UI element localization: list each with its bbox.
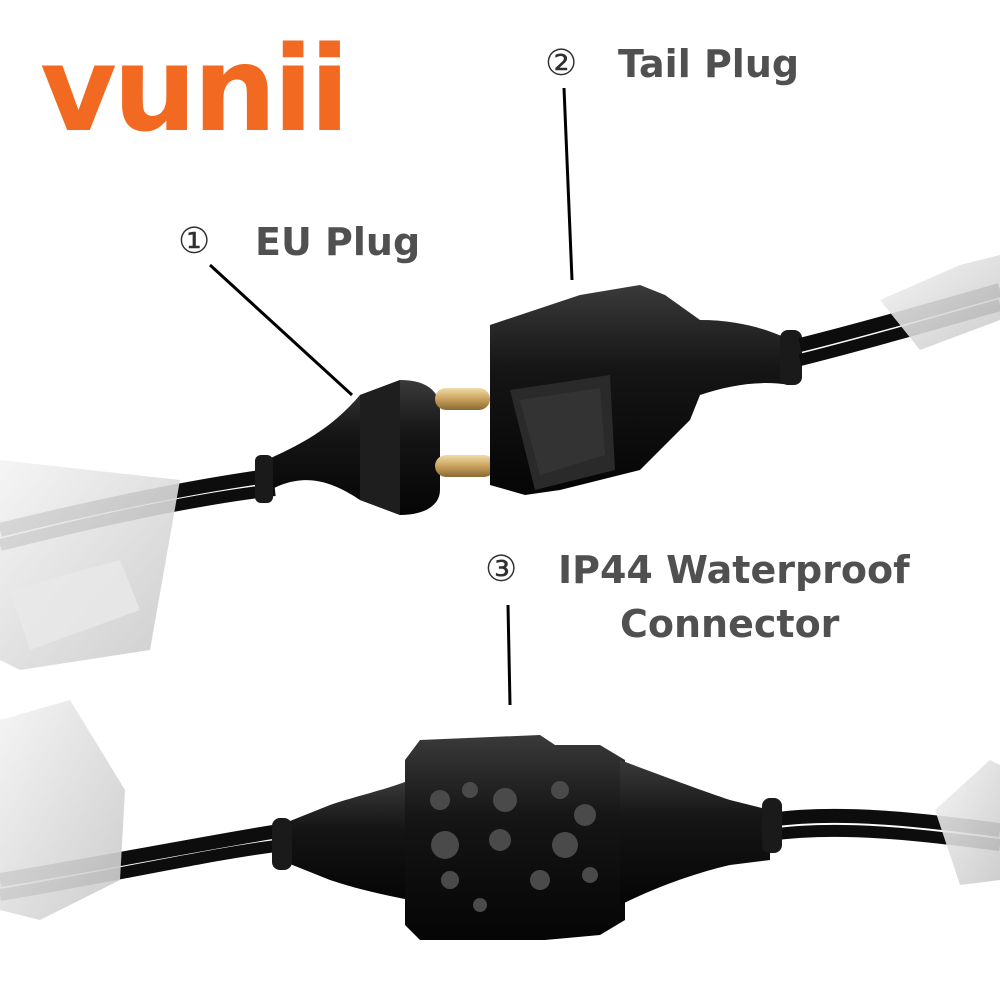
callout-number-1: ① — [178, 221, 211, 262]
callout-label-tail-plug: Tail Plug — [618, 42, 800, 86]
eu-plug-pins — [435, 388, 495, 477]
callout-number-2: ② — [545, 43, 578, 84]
eu-plug — [255, 380, 495, 515]
cable-tag-bottom-left — [0, 700, 125, 920]
tail-plug — [490, 285, 802, 495]
leader-line-tail-plug — [562, 87, 574, 281]
callout-label-connector-line1: IP44 Waterproof — [558, 548, 910, 592]
leader-line-connector — [506, 604, 512, 706]
cable-tag-right — [880, 255, 1000, 350]
svg-text:vunii: vunii — [40, 28, 340, 148]
callout-label-eu-plug: EU Plug — [255, 220, 421, 264]
water-droplets — [430, 781, 598, 912]
cable-tag-left — [0, 460, 180, 670]
vunii-logo: vunii — [40, 28, 340, 148]
waterproof-connector — [272, 735, 782, 940]
cable-tag-bottom-right — [935, 760, 1000, 885]
callout-number-3: ③ — [485, 549, 518, 590]
callout-label-connector-line2: Connector — [620, 602, 840, 646]
leader-line-eu-plug — [208, 263, 354, 397]
